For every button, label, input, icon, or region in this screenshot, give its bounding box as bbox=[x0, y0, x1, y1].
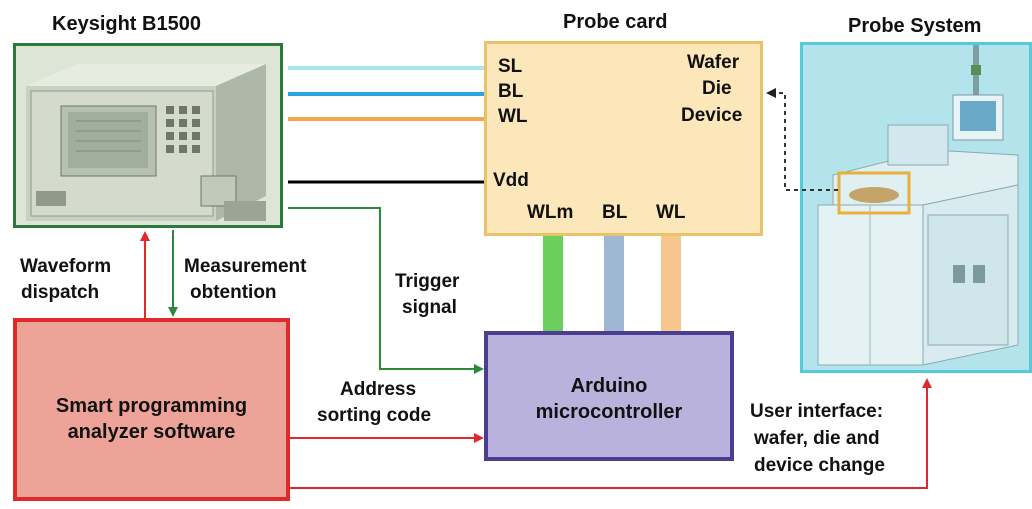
probe-card-wafer-label: Wafer bbox=[687, 52, 740, 73]
probe-card-die-label: Die bbox=[702, 78, 732, 99]
trigger-signal-arrow bbox=[288, 207, 484, 374]
probe-card-title: Probe card bbox=[563, 11, 668, 33]
keysight-title: Keysight B1500 bbox=[52, 13, 201, 35]
address-label-line1: Address bbox=[340, 379, 417, 400]
user-interface-label-line1: User interface: bbox=[750, 401, 884, 422]
probe-system-image bbox=[803, 45, 1029, 370]
waveform-label-line1: Waveform bbox=[20, 256, 112, 277]
probe-card-bl-bottom-label: BL bbox=[602, 202, 628, 223]
probe-card-wl-label: WL bbox=[498, 106, 528, 127]
keysight-b1500-box bbox=[13, 43, 283, 228]
probe-card-box bbox=[484, 41, 763, 236]
probe-system-box bbox=[800, 42, 1032, 373]
probe-card-device-label: Device bbox=[681, 105, 743, 126]
probe-card-bl-label: BL bbox=[498, 81, 524, 102]
software-label-line1: Smart programming bbox=[55, 395, 248, 417]
arduino-box: Arduino microcontroller bbox=[484, 331, 734, 461]
waveform-label-line2: dispatch bbox=[21, 282, 100, 303]
probe-card-vdd-label: Vdd bbox=[493, 170, 529, 191]
arduino-label-line1: Arduino bbox=[570, 375, 648, 397]
probe-system-dashed-link bbox=[766, 88, 838, 191]
probe-card-wl-bottom-label: WL bbox=[656, 202, 686, 223]
keysight-instrument-image bbox=[16, 46, 280, 225]
software-label-line2: analyzer software bbox=[67, 421, 236, 443]
wlm-connector-bar bbox=[543, 236, 563, 331]
measurement-label-line2: obtention bbox=[190, 282, 277, 303]
software-box: Smart programming analyzer software bbox=[13, 318, 290, 501]
trigger-label-line1: Trigger bbox=[395, 271, 460, 292]
measurement-label-line1: Measurement bbox=[184, 256, 307, 277]
wl-connector-bar bbox=[661, 236, 681, 331]
probe-system-title: Probe System bbox=[848, 15, 982, 37]
probe-card-sl-label: SL bbox=[498, 56, 523, 77]
user-interface-label-line2: wafer, die and bbox=[754, 428, 880, 449]
probe-card-wlm-label: WLm bbox=[527, 202, 574, 223]
user-interface-arrow bbox=[290, 378, 932, 489]
bl-connector-bar bbox=[604, 236, 624, 331]
address-label-line2: sorting code bbox=[317, 405, 432, 426]
user-interface-label-line3: device change bbox=[754, 455, 885, 476]
trigger-label-line2: signal bbox=[402, 297, 457, 318]
arduino-label-line2: microcontroller bbox=[535, 401, 683, 423]
